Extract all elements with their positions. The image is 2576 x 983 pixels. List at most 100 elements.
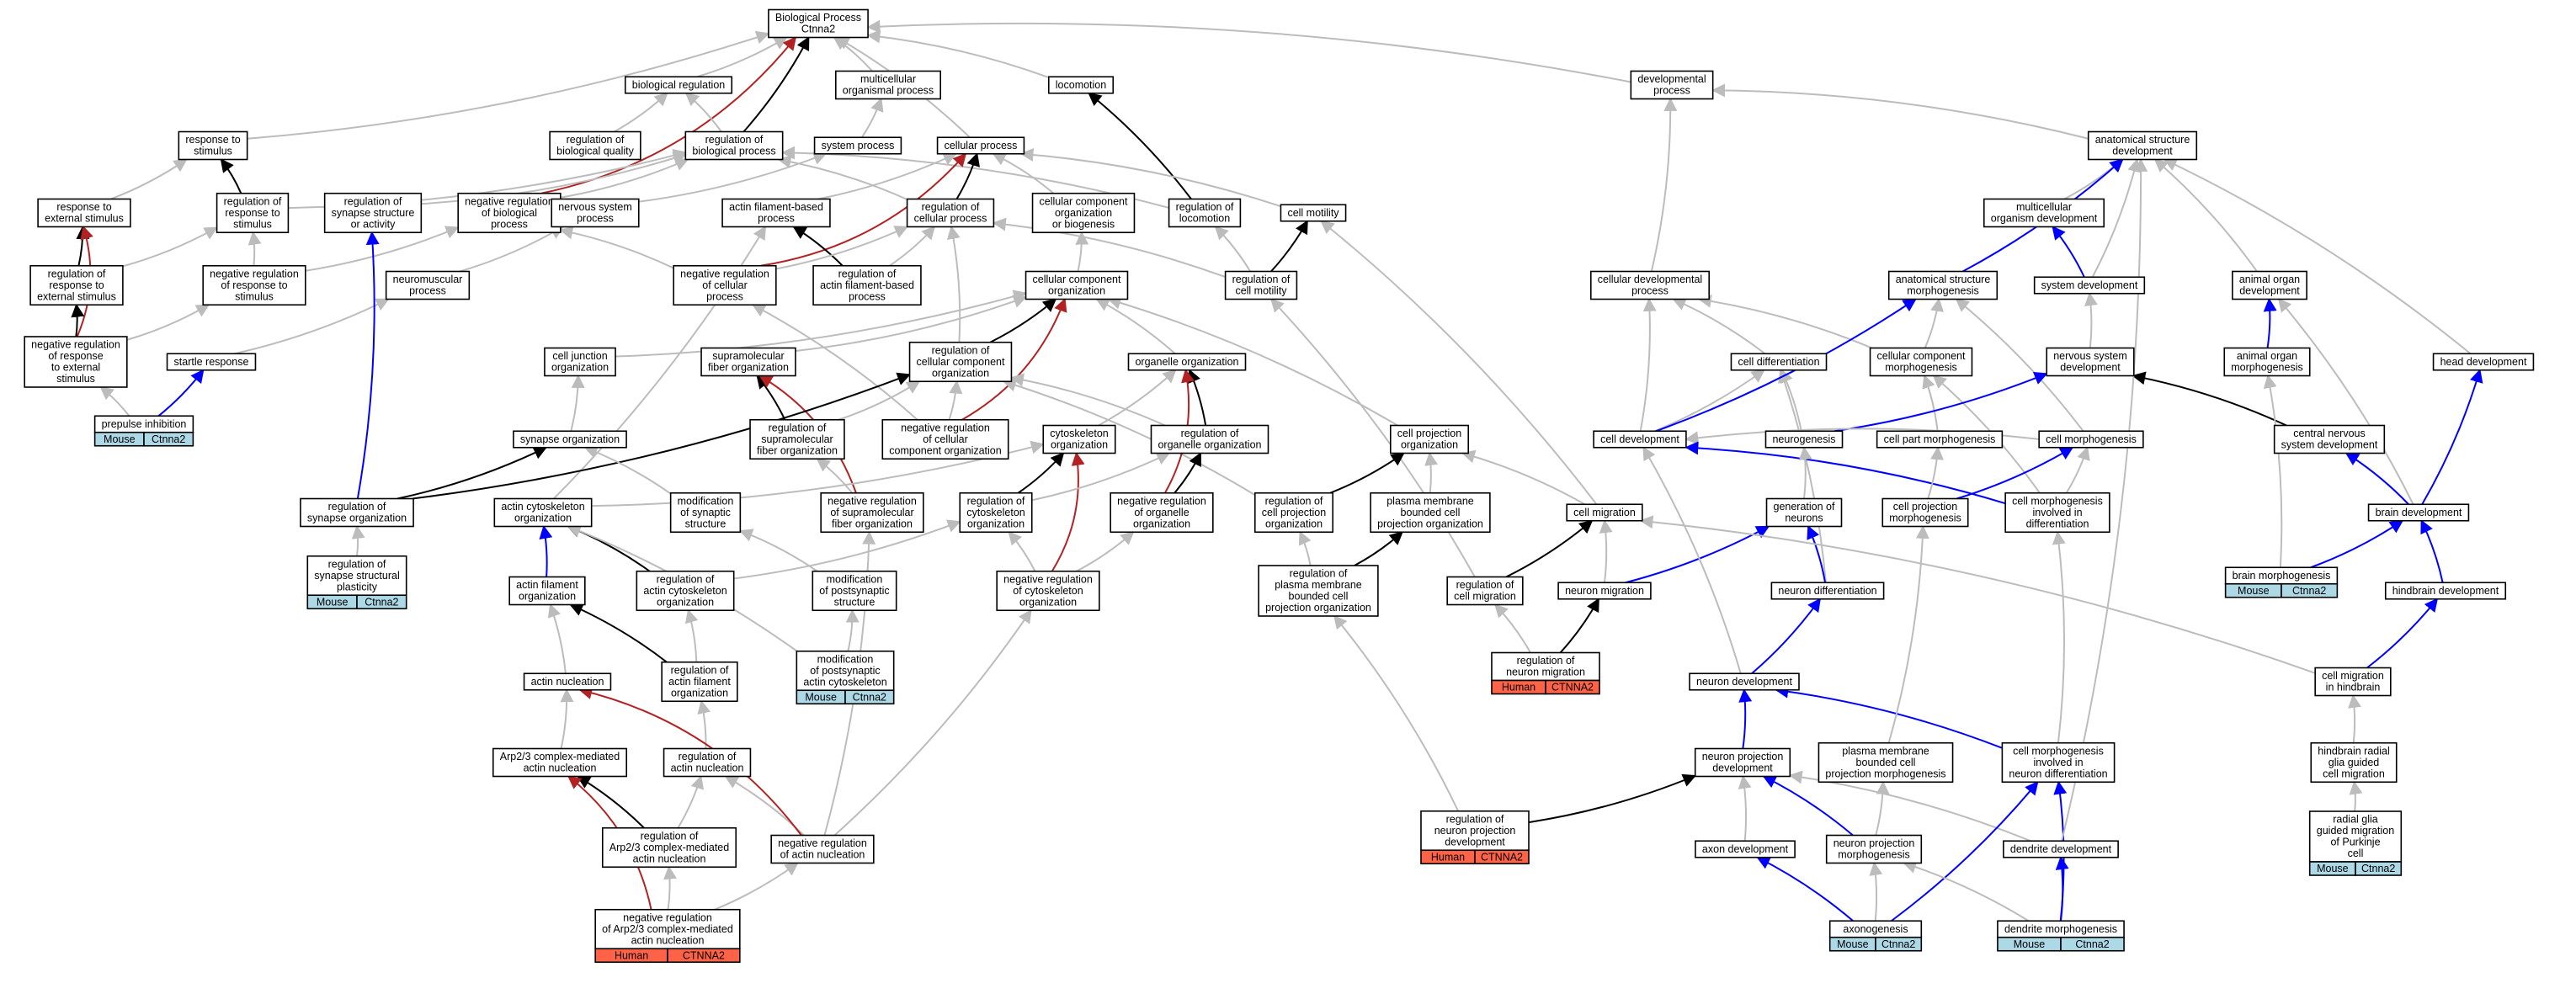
go-term-node[interactable]: cell differentiation — [1730, 353, 1828, 371]
go-term-node[interactable]: startle response — [166, 353, 257, 371]
go-term-node[interactable]: neuron differentiation — [1770, 582, 1885, 600]
go-term-node[interactable]: cell part morphogenesis — [1876, 430, 2004, 449]
go-term-node[interactable]: cell motility — [1280, 204, 1347, 222]
go-term-node[interactable]: brain development — [2367, 503, 2470, 522]
go-term-node[interactable]: neuron migration — [1557, 582, 1652, 600]
go-term-node[interactable]: dendrite development — [2003, 840, 2119, 858]
go-term-node[interactable]: hindbrain development — [2384, 582, 2507, 600]
go-term-node[interactable]: cell development — [1593, 430, 1687, 449]
go-term-node[interactable]: locomotion — [1047, 76, 1115, 94]
go-term-node[interactable]: neuron development — [1689, 672, 1800, 691]
go-term-node[interactable]: cellular process — [936, 136, 1025, 155]
go-term-node[interactable]: cell morphogenesis — [2038, 430, 2144, 449]
go-term-node[interactable]: head development — [2432, 353, 2535, 371]
go-term-node[interactable]: axon development — [1695, 840, 1796, 858]
go-term-node[interactable]: cell migration — [1566, 503, 1643, 522]
go-term-node[interactable]: neurogenesis — [1764, 430, 1844, 449]
go-term-node[interactable]: system development — [2033, 276, 2146, 295]
go-term-node[interactable]: organelle organization — [1127, 353, 1247, 371]
go-term-node[interactable]: biological regulation — [624, 76, 733, 94]
go-term-node[interactable]: system process — [813, 136, 902, 155]
go-term-node[interactable]: actin nucleation — [523, 672, 612, 691]
